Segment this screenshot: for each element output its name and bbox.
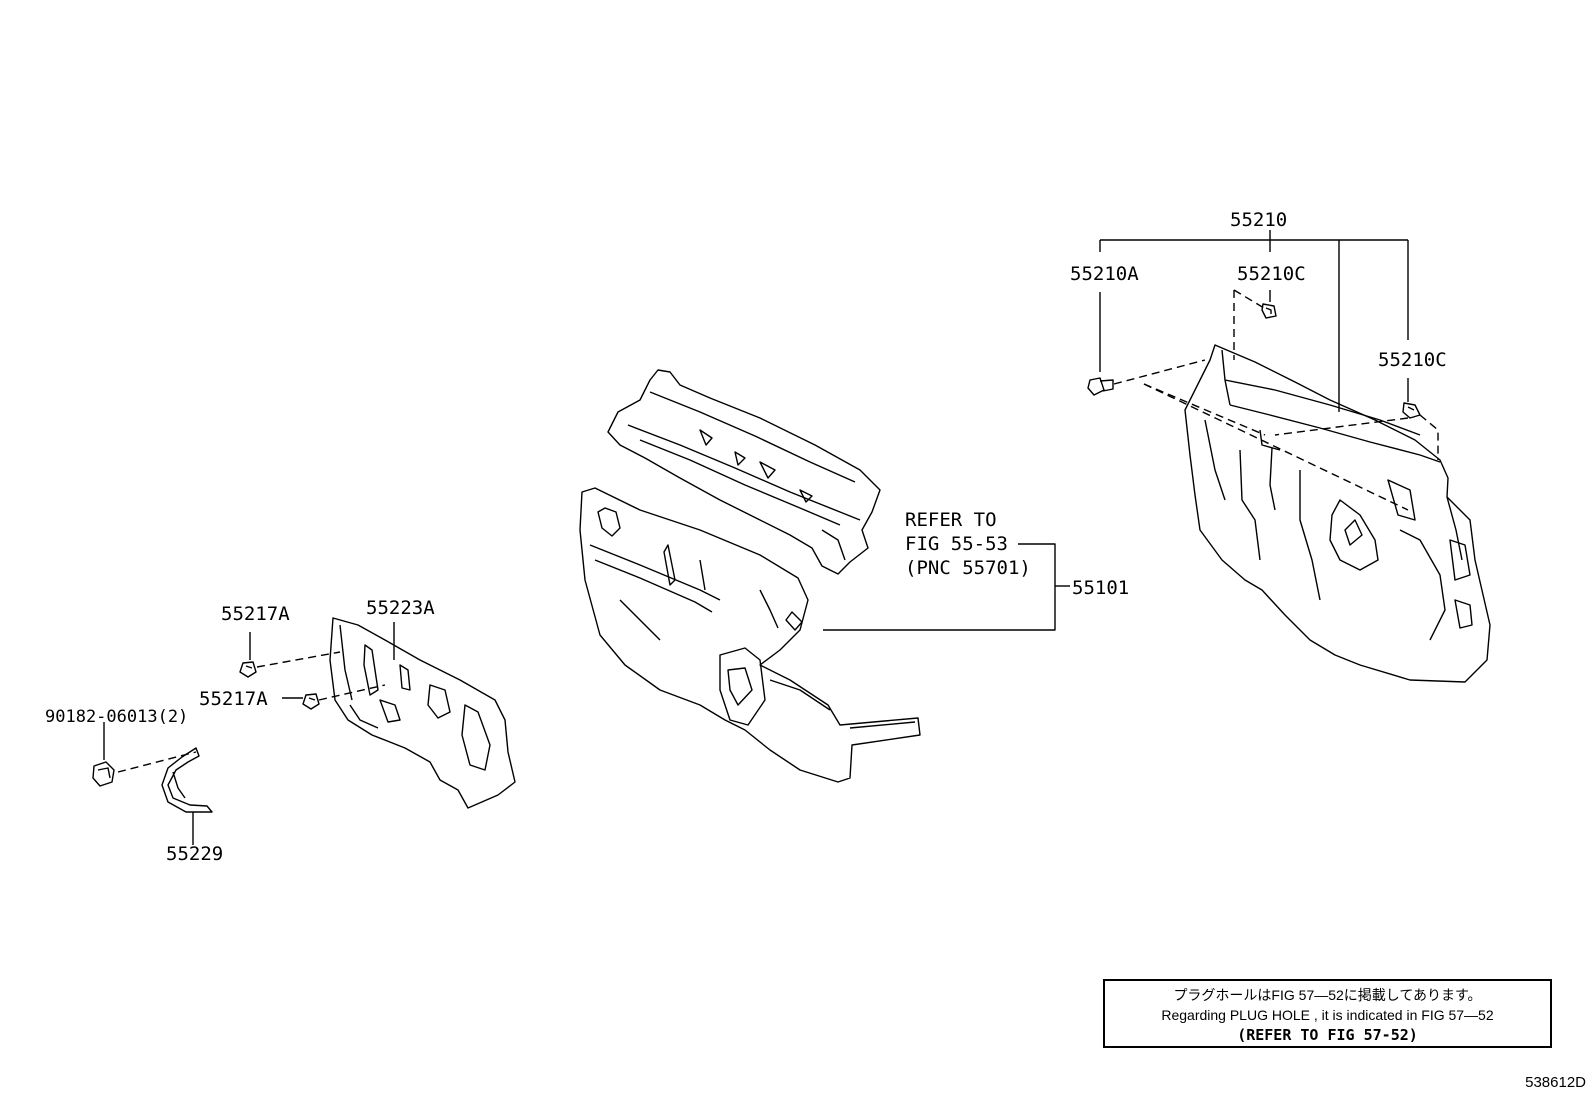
label-55210: 55210: [1230, 209, 1287, 231]
nut-90182: [92, 761, 115, 787]
silencer-pad: [329, 617, 516, 809]
retainer-strap: [161, 747, 213, 813]
nut-55217A-top: [239, 661, 257, 678]
label-55223A: 55223A: [366, 597, 435, 619]
assembly-dashed-lines: [117, 289, 1439, 773]
label-90182-06013: 90182-06013(2): [45, 707, 188, 727]
label-55210C-top: 55210C: [1237, 263, 1306, 285]
cowl-top-panel: [607, 369, 881, 575]
dash-panel: [579, 487, 921, 783]
label-refer-to: REFER TO: [905, 509, 997, 531]
nut-55217A-mid: [302, 693, 320, 710]
dash-insulator-outer: [1184, 344, 1491, 683]
label-55210C-right: 55210C: [1378, 349, 1447, 371]
label-55217A-top: 55217A: [221, 603, 290, 625]
label-55217A-mid: 55217A: [199, 688, 268, 710]
figure-number: 538612D: [1525, 1074, 1586, 1091]
label-refer-fig: FIG 55-53: [905, 533, 1008, 555]
clip-55210A: [1087, 377, 1114, 396]
label-refer-pnc: (PNC 55701): [905, 557, 1031, 579]
part-labels: 55210 55210A 55210C 55210C REFER TO FIG …: [45, 209, 1447, 865]
label-55210A: 55210A: [1070, 263, 1139, 285]
note-line-english: Regarding PLUG HOLE , it is indicated in…: [1161, 1007, 1494, 1023]
leader-lines: [103, 230, 1409, 845]
note-line-japanese: プラグホールはFIG 57―52に掲載してあります。: [1173, 987, 1482, 1003]
label-55101: 55101: [1072, 577, 1129, 599]
plug-hole-note: プラグホールはFIG 57―52に掲載してあります。 Regarding PLU…: [1103, 979, 1552, 1048]
clip-55210C-top: [1261, 303, 1277, 319]
note-line-refer: (REFER TO FIG 57-52): [1237, 1026, 1418, 1044]
clip-55210C-right: [1402, 402, 1421, 419]
label-55229: 55229: [166, 843, 223, 865]
